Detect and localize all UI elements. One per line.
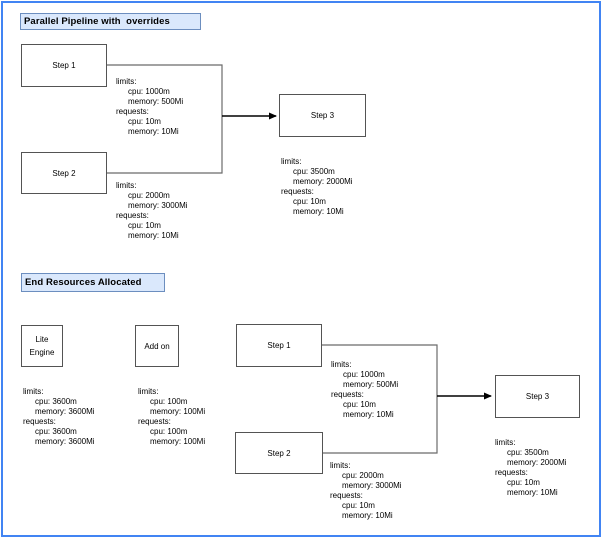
section-title-end-resources: End Resources Allocated	[21, 273, 165, 292]
resource-line: memory: 10Mi	[343, 410, 394, 419]
resource-line: limits:	[138, 387, 159, 396]
node-top-step-2: Step 2	[21, 152, 107, 194]
resource-line: memory: 100Mi	[150, 407, 206, 416]
resource-line: cpu: 10m	[343, 400, 376, 409]
node-bottom-step-1: Step 1	[236, 324, 322, 367]
resource-line: memory: 10Mi	[128, 127, 179, 136]
resource-line: cpu: 10m	[128, 221, 161, 230]
resource-line: cpu: 1000m	[343, 370, 385, 379]
resource-line: memory: 500Mi	[343, 380, 399, 389]
resource-line: memory: 2000Mi	[507, 458, 567, 467]
node-bottom-step-2: Step 2	[235, 432, 323, 474]
node-bottom-step-3: Step 3	[495, 375, 580, 418]
resource-line: cpu: 10m	[128, 117, 161, 126]
resource-line: cpu: 100m	[150, 427, 188, 436]
resource-line: memory: 3600Mi	[35, 407, 95, 416]
resource-line: requests:	[495, 468, 528, 477]
section-title-parallel-pipeline: Parallel Pipeline with overrides	[20, 13, 201, 30]
node-lite-engine: Lite Engine	[21, 325, 63, 367]
resource-line: limits:	[116, 181, 137, 190]
resource-line: memory: 3600Mi	[35, 437, 95, 446]
resource-line: cpu: 100m	[150, 397, 188, 406]
resource-line: limits:	[23, 387, 44, 396]
resource-line: limits:	[495, 438, 516, 447]
resource-line: memory: 10Mi	[342, 511, 393, 520]
node-add-on: Add on	[135, 325, 179, 367]
resource-line: requests:	[116, 211, 149, 220]
resource-line: limits:	[116, 77, 137, 86]
resource-line: requests:	[281, 187, 314, 196]
resource-line: limits:	[331, 360, 352, 369]
resource-line: cpu: 3500m	[507, 448, 549, 457]
resource-line: cpu: 10m	[342, 501, 375, 510]
resource-line: cpu: 1000m	[128, 87, 170, 96]
resource-line: memory: 3000Mi	[342, 481, 402, 490]
resource-line: cpu: 3500m	[293, 167, 335, 176]
resource-line: cpu: 10m	[293, 197, 326, 206]
node-top-step-1: Step 1	[21, 44, 107, 87]
resource-line: cpu: 3600m	[35, 427, 77, 436]
resource-line: limits:	[330, 461, 351, 470]
resource-line: cpu: 2000m	[342, 471, 384, 480]
top-merge-connector	[107, 64, 223, 174]
resource-line: memory: 500Mi	[128, 97, 184, 106]
resource-line: memory: 10Mi	[128, 231, 179, 240]
resource-line: memory: 3000Mi	[128, 201, 188, 210]
resource-line: cpu: 2000m	[128, 191, 170, 200]
resource-line: memory: 10Mi	[293, 207, 344, 216]
resource-line: memory: 2000Mi	[293, 177, 353, 186]
node-top-step-3: Step 3	[279, 94, 366, 137]
resource-line: requests:	[23, 417, 56, 426]
resource-line: cpu: 10m	[507, 478, 540, 487]
resource-line: limits:	[281, 157, 302, 166]
resource-line: requests:	[330, 491, 363, 500]
resource-line: requests:	[138, 417, 171, 426]
resource-line: cpu: 3600m	[35, 397, 77, 406]
resource-line: memory: 100Mi	[150, 437, 206, 446]
bottom-merge-connector	[322, 344, 438, 454]
resource-line: memory: 10Mi	[507, 488, 558, 497]
resource-line: requests:	[331, 390, 364, 399]
resource-line: requests:	[116, 107, 149, 116]
